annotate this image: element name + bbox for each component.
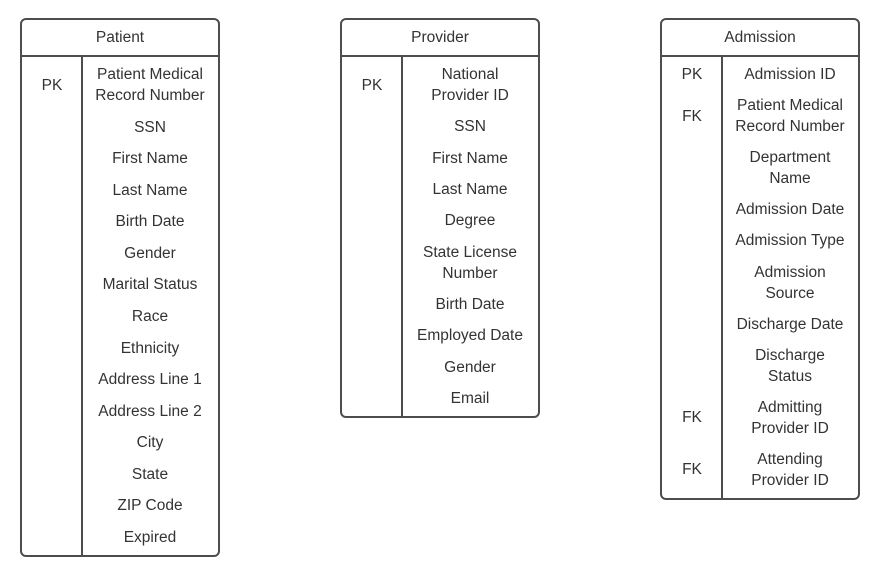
entity-title: Admission	[662, 20, 858, 57]
field-label: Gender	[444, 358, 496, 376]
field-label: First Name	[432, 149, 508, 167]
field-label: Degree	[444, 212, 496, 230]
table-row: First Name	[342, 148, 538, 169]
table-row: Expired	[22, 527, 218, 548]
table-row: Birth Date	[342, 294, 538, 315]
field-label: Admitting Provider ID	[751, 398, 829, 437]
field-label: Patient Medical Record Number	[735, 97, 845, 136]
entity-table-provider: Provider PK National Provider ID SSN First …	[340, 18, 540, 418]
field-label: Admission Date	[735, 201, 845, 219]
table-row: FK Patient Medical Record Number	[662, 95, 858, 137]
table-row: Last Name	[342, 179, 538, 200]
field-label: Discharge Date	[736, 315, 844, 333]
field-label: Admission ID	[744, 66, 836, 84]
entity-title: Provider	[342, 20, 538, 57]
field-label: Discharge Status	[755, 346, 825, 385]
field-label: SSN	[454, 118, 486, 136]
key-label: FK	[682, 461, 702, 479]
table-row: SSN	[22, 117, 218, 138]
field-label: Race	[131, 307, 169, 325]
table-row: Admission Type	[662, 230, 858, 251]
field-label: Birth Date	[115, 213, 185, 231]
field-label: Department Name	[749, 149, 831, 188]
field-label: State	[131, 465, 169, 483]
table-row: PK Admission ID	[662, 64, 858, 85]
field-label: City	[136, 434, 164, 452]
field-label: Ethnicity	[120, 339, 180, 357]
key-column-divider	[401, 57, 403, 416]
table-row: SSN	[342, 116, 538, 137]
field-label: Attending Provider ID	[751, 450, 829, 489]
entity-body: PK Admission ID FK Patient Medical Record N…	[662, 57, 858, 498]
key-label: PK	[41, 76, 63, 94]
table-row: Ethnicity	[22, 338, 218, 359]
field-label: Admission Source	[754, 263, 826, 302]
table-row: Admission Date	[662, 199, 858, 220]
key-label: FK	[682, 409, 702, 427]
key-label: FK	[682, 107, 702, 125]
table-row: PK National Provider ID	[342, 64, 538, 106]
key-column-divider	[721, 57, 723, 498]
field-label: Email	[450, 389, 490, 407]
field-label: Address Line 1	[98, 371, 202, 389]
table-row: State License Number	[342, 242, 538, 284]
field-label: Admission Type	[735, 232, 845, 250]
table-row: Race	[22, 306, 218, 327]
table-row: Discharge Date	[662, 314, 858, 335]
table-row: State	[22, 464, 218, 485]
table-row: Discharge Status	[662, 345, 858, 387]
field-label: First Name	[112, 150, 188, 168]
table-row: Address Line 2	[22, 401, 218, 422]
table-row: Gender	[22, 243, 218, 264]
field-label: Address Line 2	[98, 402, 202, 420]
field-label: Birth Date	[435, 295, 505, 313]
table-row: Degree	[342, 210, 538, 231]
table-row: Gender	[342, 357, 538, 378]
key-label: PK	[361, 76, 383, 94]
field-label: SSN	[134, 118, 166, 136]
table-row: FK Attending Provider ID	[662, 449, 858, 491]
field-label: Last Name	[432, 181, 508, 199]
table-row: Employed Date	[342, 325, 538, 346]
field-label: Employed Date	[417, 327, 523, 345]
table-row: Birth Date	[22, 211, 218, 232]
field-label: Gender	[124, 244, 176, 262]
key-column-divider	[81, 57, 83, 555]
table-row: Last Name	[22, 180, 218, 201]
table-row: Address Line 1	[22, 369, 218, 390]
entity-table-admission: Admission PK Admission ID FK Patient Medica…	[660, 18, 860, 500]
entity-rows: PK Admission ID FK Patient Medical Record N…	[662, 57, 858, 498]
field-label: Patient Medical Record Number	[95, 66, 205, 105]
table-row: First Name	[22, 148, 218, 169]
table-row: FK Admitting Provider ID	[662, 397, 858, 439]
table-row: Email	[342, 388, 538, 409]
table-row: Department Name	[662, 147, 858, 189]
table-row: City	[22, 432, 218, 453]
table-row: PK Patient Medical Record Number	[22, 64, 218, 106]
field-label: Expired	[123, 528, 177, 546]
field-label: Last Name	[112, 181, 188, 199]
table-row: Marital Status	[22, 274, 218, 295]
key-label: PK	[681, 66, 703, 84]
field-label: State License Number	[423, 243, 517, 282]
field-label: National Provider ID	[431, 66, 509, 105]
field-label: ZIP Code	[117, 497, 183, 515]
entity-title: Patient	[22, 20, 218, 57]
table-row: Admission Source	[662, 262, 858, 304]
table-row: ZIP Code	[22, 495, 218, 516]
field-label: Marital Status	[102, 276, 198, 294]
